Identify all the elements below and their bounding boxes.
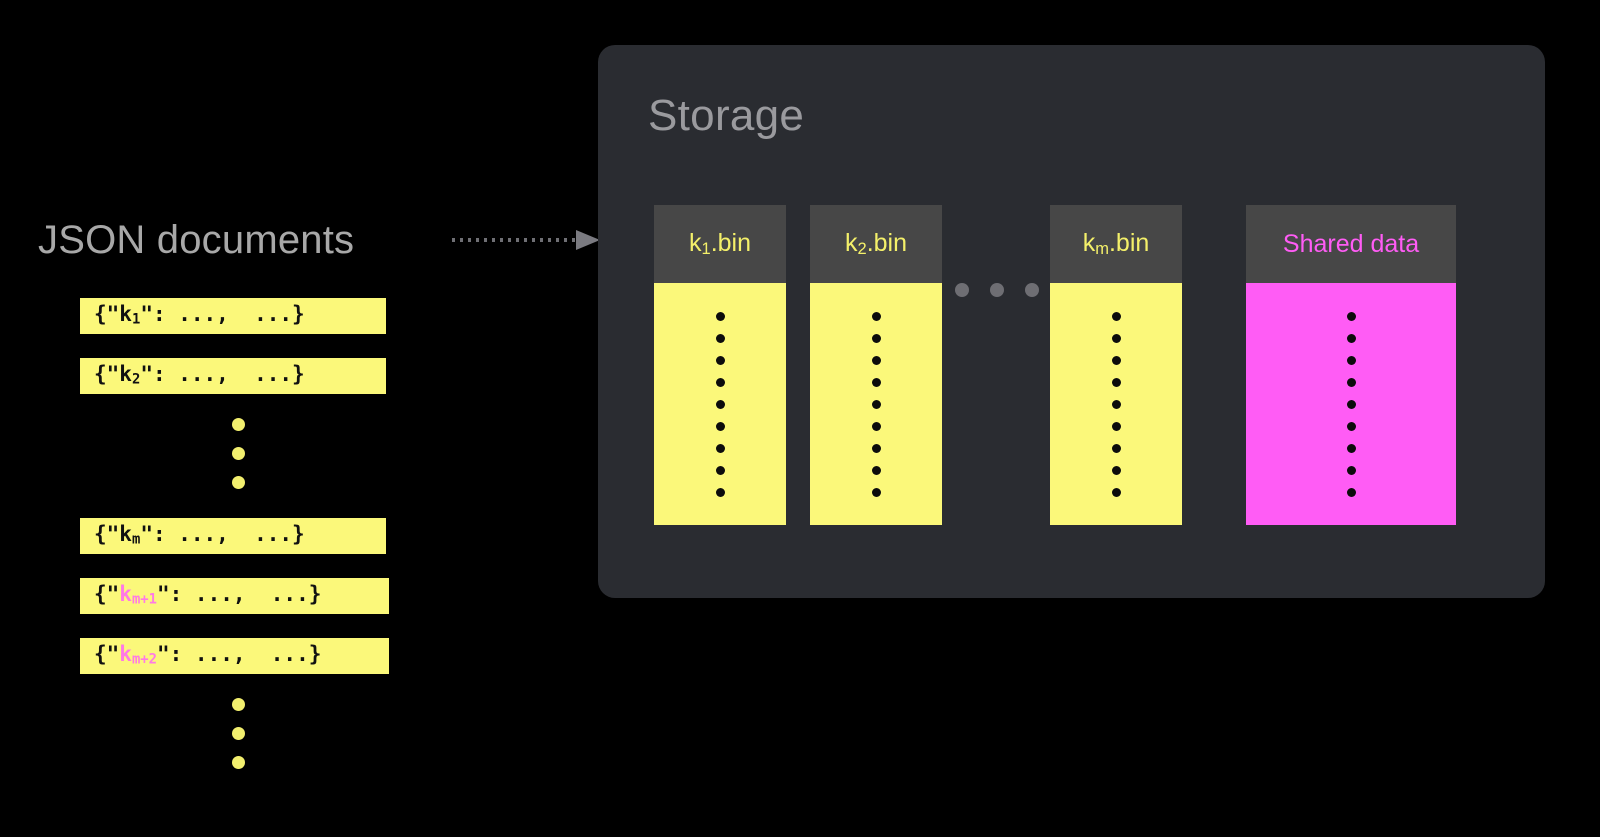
ellipsis-dot: [232, 727, 245, 740]
json-document-row: {"km+1": ..., ...}: [80, 578, 389, 614]
record-dot: [871, 377, 881, 387]
json-document-key: k1: [119, 302, 141, 328]
json-document-text: {"km+2": ..., ...}: [94, 642, 322, 668]
record-dot: [715, 377, 725, 387]
vertical-ellipsis-icon: [232, 698, 245, 769]
json-document-row: {"k1": ..., ...}: [80, 298, 386, 334]
record-dot: [871, 465, 881, 475]
record-dot: [1111, 311, 1121, 321]
storage-column-body: [1246, 283, 1456, 525]
page-title: JSON documents: [38, 218, 355, 262]
json-document-key: km: [119, 522, 141, 548]
storage-column-body: [654, 283, 786, 525]
record-dot: [1111, 399, 1121, 409]
storage-column-label: k1.bin: [689, 229, 751, 258]
dotted-arrow-icon: [452, 230, 600, 250]
storage-column-label: k2.bin: [845, 229, 907, 258]
ellipsis-dot: [990, 283, 1004, 297]
record-dot: [715, 421, 725, 431]
storage-column-label: km.bin: [1082, 229, 1150, 258]
json-document-text: {"km": ..., ...}: [94, 522, 305, 548]
record-dot: [1111, 421, 1121, 431]
record-dot: [1346, 355, 1356, 365]
vertical-ellipsis-icon: [232, 418, 245, 489]
record-dot: [1111, 333, 1121, 343]
json-document-text: {"k2": ..., ...}: [94, 362, 305, 388]
storage-column-label: Shared data: [1282, 229, 1420, 258]
json-document-text: {"k1": ..., ...}: [94, 302, 305, 328]
record-dot: [871, 487, 881, 497]
record-dot: [1346, 399, 1356, 409]
storage-column-header: k1.bin: [654, 205, 786, 283]
record-dot: [871, 333, 881, 343]
record-dot: [715, 355, 725, 365]
storage-column[interactable]: k2.bin: [810, 205, 942, 525]
record-dot: [715, 487, 725, 497]
ellipsis-dot: [955, 283, 969, 297]
record-dot: [715, 443, 725, 453]
ellipsis-dot: [232, 418, 245, 431]
record-dot: [871, 421, 881, 431]
record-dot: [715, 399, 725, 409]
storage-title: Storage: [648, 91, 805, 140]
json-document-row: {"km+2": ..., ...}: [80, 638, 389, 674]
record-dot: [1346, 377, 1356, 387]
record-dot: [1346, 443, 1356, 453]
json-document-key: km+1: [119, 582, 157, 608]
record-dot: [1111, 443, 1121, 453]
record-dot: [1346, 487, 1356, 497]
record-dot: [715, 333, 725, 343]
storage-column-body: [810, 283, 942, 525]
record-dot: [1111, 465, 1121, 475]
ellipsis-dot: [232, 756, 245, 769]
json-document-text: {"km+1": ..., ...}: [94, 582, 322, 608]
record-dot: [871, 443, 881, 453]
record-dot: [1346, 421, 1356, 431]
json-document-row: {"km": ..., ...}: [80, 518, 386, 554]
ellipsis-dot: [232, 476, 245, 489]
storage-column-header: k2.bin: [810, 205, 942, 283]
record-dot: [1346, 311, 1356, 321]
record-dot: [715, 465, 725, 475]
record-dot: [1111, 487, 1121, 497]
json-document-key: km+2: [119, 642, 157, 668]
storage-column[interactable]: Shared data: [1246, 205, 1456, 525]
storage-columns-ellipsis-icon: [955, 283, 1039, 297]
record-dot: [871, 311, 881, 321]
record-dot: [871, 399, 881, 409]
ellipsis-dot: [232, 447, 245, 460]
storage-column-header: km.bin: [1050, 205, 1182, 283]
record-dot: [871, 355, 881, 365]
ellipsis-dot: [232, 698, 245, 711]
storage-column-header: Shared data: [1246, 205, 1456, 283]
record-dot: [1111, 355, 1121, 365]
storage-panel: Storage k1.bin k2.bin km.bin Shared data: [598, 45, 1545, 598]
storage-column[interactable]: k1.bin: [654, 205, 786, 525]
record-dot: [1111, 377, 1121, 387]
json-document-key: k2: [119, 362, 141, 388]
storage-column-body: [1050, 283, 1182, 525]
record-dot: [1346, 465, 1356, 475]
record-dot: [1346, 333, 1356, 343]
json-document-row: {"k2": ..., ...}: [80, 358, 386, 394]
storage-column[interactable]: km.bin: [1050, 205, 1182, 525]
ellipsis-dot: [1025, 283, 1039, 297]
record-dot: [715, 311, 725, 321]
